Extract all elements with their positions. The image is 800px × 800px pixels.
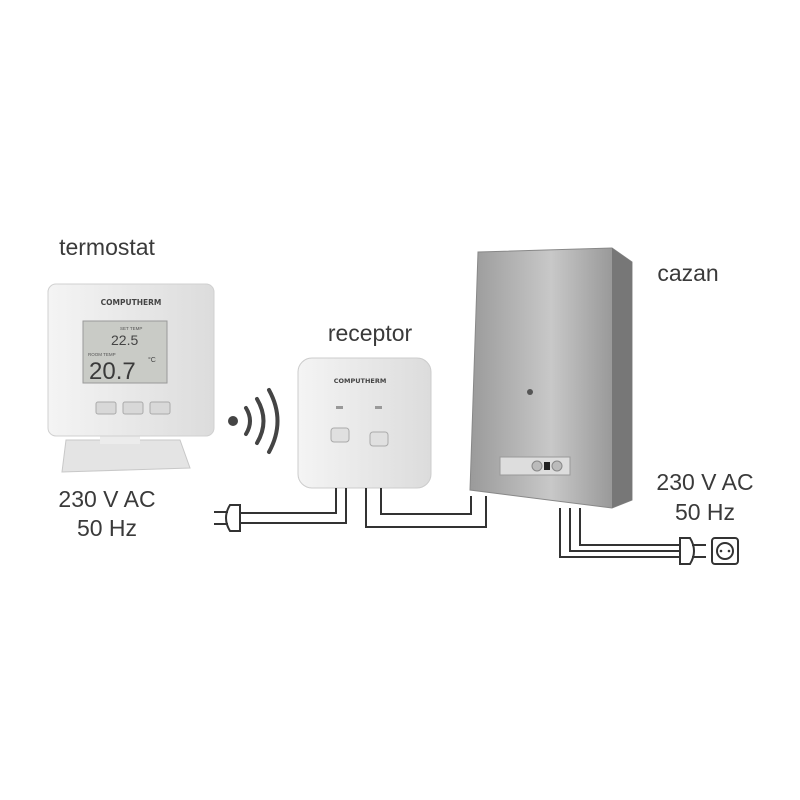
boiler-frequency: 50 Hz xyxy=(674,499,736,525)
boiler-label: cazan xyxy=(657,260,719,286)
thermostat-frequency: 50 Hz xyxy=(76,515,138,541)
set-temp-label: SET TEMP xyxy=(120,326,142,331)
thermostat-brand: COMPUTHERM xyxy=(101,298,162,307)
receiver-device: COMPUTHERM xyxy=(297,357,432,489)
thermostat-voltage: 230 V AC xyxy=(58,486,156,512)
room-temp-label: ROOM TEMP xyxy=(88,352,116,357)
power-plug-icon xyxy=(214,504,241,532)
receiver-label: receptor xyxy=(327,320,413,346)
receiver-button-1[interactable] xyxy=(330,427,350,443)
boiler-voltage: 230 V AC xyxy=(656,469,754,495)
receiver-power-cable xyxy=(240,488,487,528)
power-plug-icon xyxy=(679,537,706,565)
room-temp-value: 20.7 xyxy=(89,358,136,385)
minus-button[interactable] xyxy=(95,401,117,415)
boiler-power-cable xyxy=(559,508,680,558)
wall-socket-icon xyxy=(711,537,739,565)
receiver-body xyxy=(297,357,432,489)
mode-button[interactable] xyxy=(122,401,144,415)
receiver-brand: COMPUTHERM xyxy=(334,377,387,385)
thermostat-device: COMPUTHERM SET TEMP 22.5 ROOM TEMP 20.7 … xyxy=(47,283,215,473)
thermostat-stand xyxy=(61,439,191,473)
thermostat-lcd xyxy=(82,320,168,384)
boiler-device xyxy=(469,247,633,509)
temp-unit: °C xyxy=(148,356,156,364)
plus-button[interactable] xyxy=(149,401,171,415)
receiver-button-2[interactable] xyxy=(369,431,389,447)
set-temp-value: 22.5 xyxy=(111,332,138,348)
wireless-signal-icon xyxy=(228,388,280,454)
thermostat-label: termostat xyxy=(59,234,155,260)
